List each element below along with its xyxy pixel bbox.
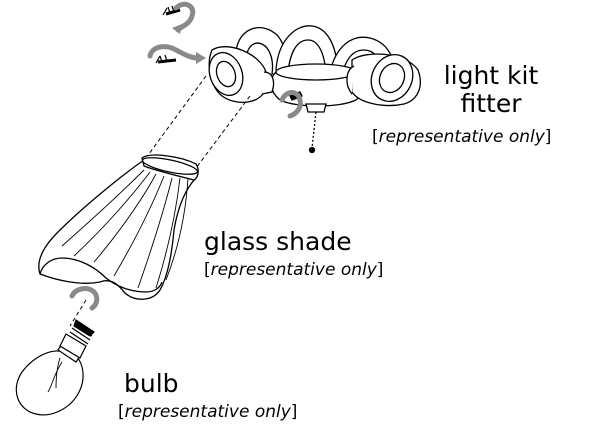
shade-note: [representative only] — [204, 260, 383, 280]
pull-chain-knob — [310, 148, 315, 153]
shade-label: glass shade — [204, 228, 352, 256]
curved-arrow-icon-shade — [72, 289, 97, 308]
shade-body — [39, 160, 196, 299]
shade-note-close: ] — [377, 260, 384, 280]
bulb-note: [representative only] — [118, 402, 297, 422]
curved-arrow-icon-middle — [150, 47, 198, 58]
guide-line-right — [196, 96, 250, 168]
screw-icon-middle — [156, 55, 176, 63]
bulb-note-close: ] — [291, 402, 298, 422]
shade-note-text: representative only — [211, 260, 377, 280]
guide-line-left — [146, 76, 206, 158]
fitter-note-text: representative only — [379, 127, 545, 147]
glass-shade-illustration — [39, 154, 199, 299]
fitter-note: [representative only] — [372, 127, 551, 147]
fitter-note-close: ] — [545, 127, 552, 147]
bulb-label: bulb — [124, 370, 179, 398]
fitter-hub-top — [276, 64, 356, 80]
screw-fasteners — [150, 4, 206, 64]
pull-chain — [312, 112, 316, 148]
bulb-note-text: representative only — [125, 402, 291, 422]
fitter-socket-left — [203, 47, 273, 103]
fitter-label: light kit fitter — [436, 62, 546, 118]
shade-note-open: [ — [204, 260, 211, 280]
bulb-note-open: [ — [118, 402, 125, 422]
fitter-note-open: [ — [372, 127, 379, 147]
fitter-label-line2: fitter — [436, 90, 546, 118]
fitter-hub-neck — [306, 104, 326, 112]
bulb-illustration — [16, 320, 94, 415]
fitter-label-line1: light kit — [436, 62, 546, 90]
